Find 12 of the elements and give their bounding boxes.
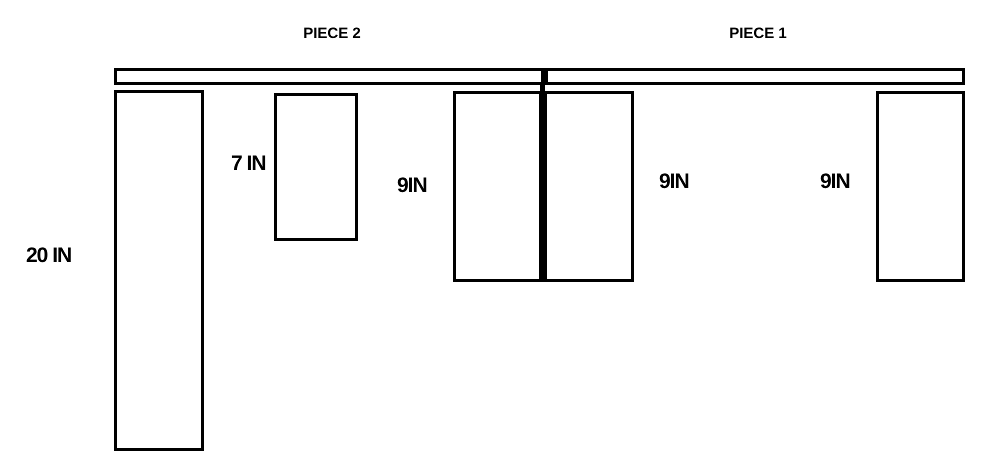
piece-label: PIECE 1 (729, 25, 787, 42)
board-outline (453, 91, 542, 282)
dimension-label: 9IN (820, 170, 850, 194)
dimension-label: 20 IN (26, 244, 72, 268)
board-outline (114, 90, 204, 451)
dimension-label: 9IN (659, 170, 689, 194)
board-outline (544, 91, 634, 282)
dimension-label: 9IN (397, 174, 427, 198)
board-outline (876, 91, 965, 282)
board-outline (274, 93, 358, 241)
dimension-label: 7 IN (231, 152, 266, 176)
piece-label: PIECE 2 (303, 25, 361, 42)
